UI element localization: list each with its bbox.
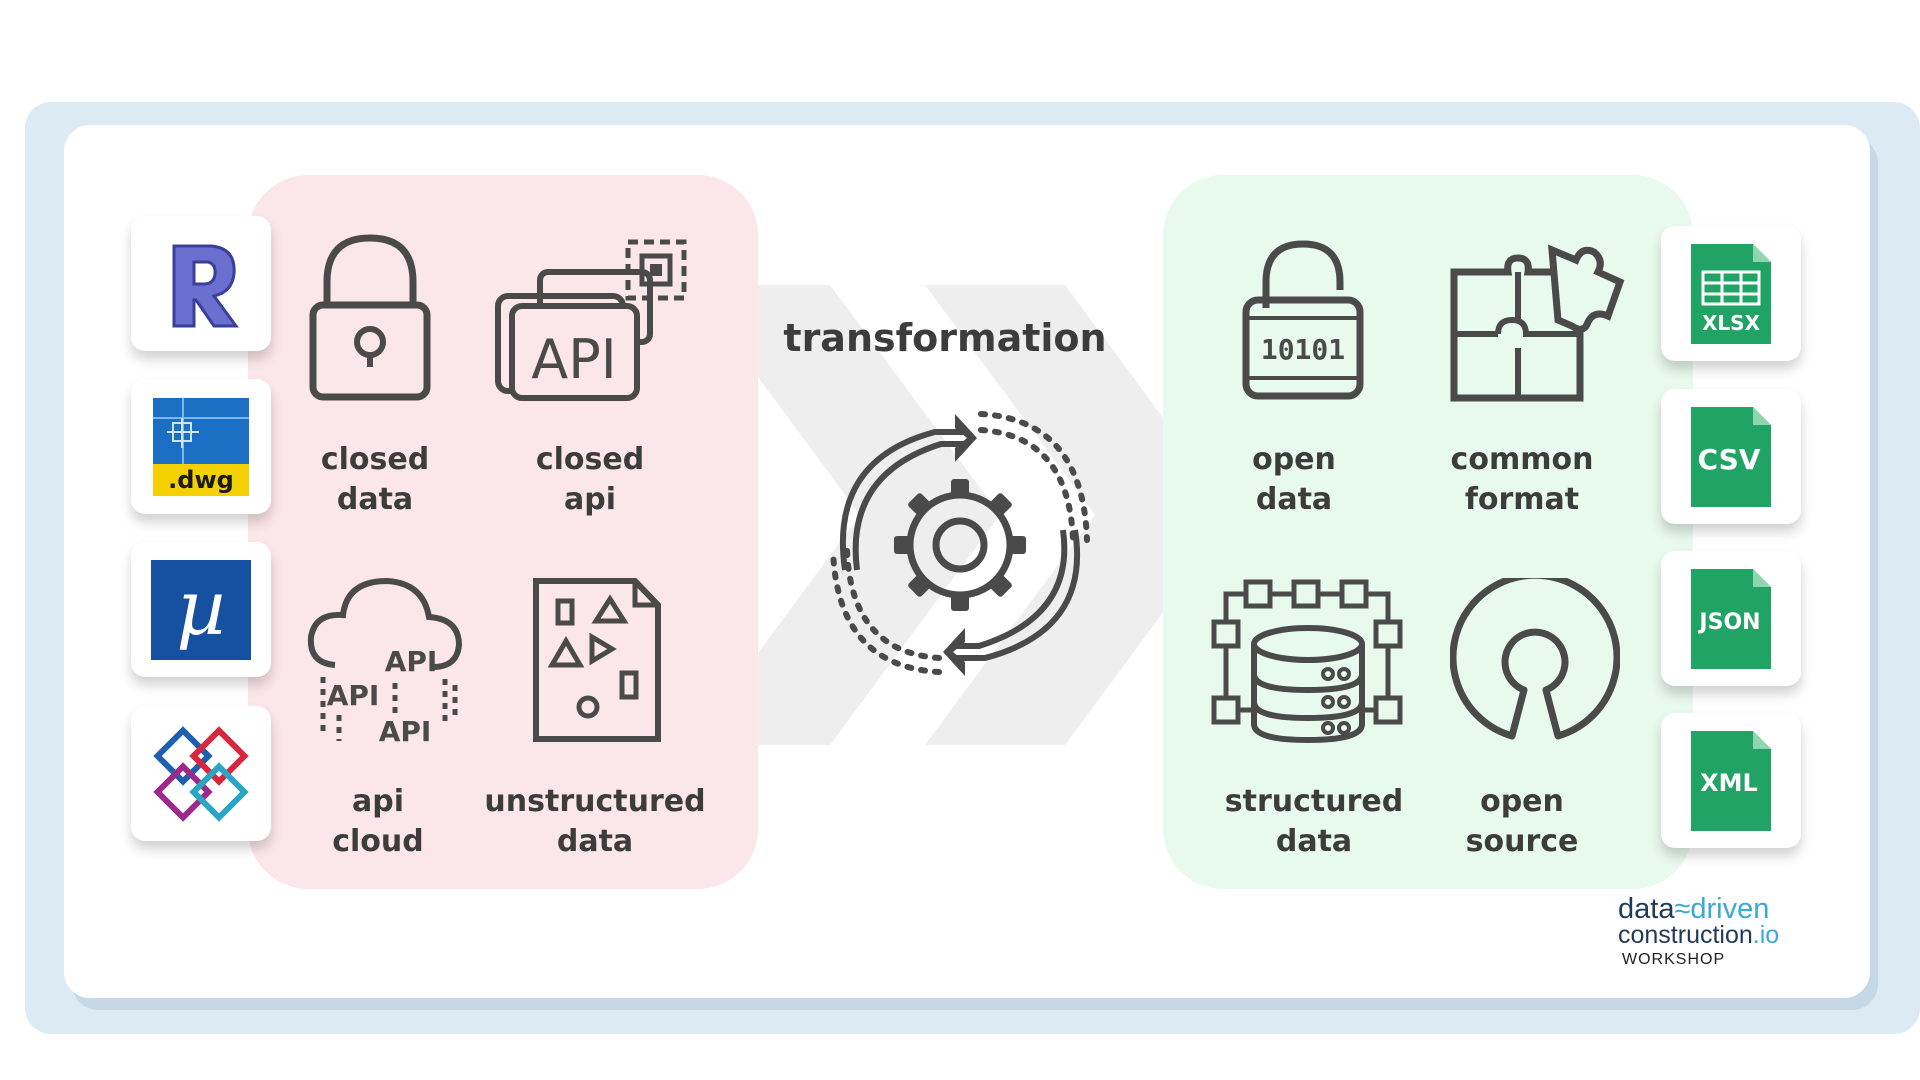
api-cards-icon: API [495,239,687,401]
api-cloud-text-1: API [385,645,438,678]
open-padlock-binary-icon: 10101 [1242,240,1364,400]
brand-tagline: WORKSHOP [1622,951,1726,968]
microstation-tile: µ [131,542,271,677]
unstructured-data-label: unstructured data [475,782,715,862]
unstructured-data-label-line1: unstructured [484,784,706,819]
brand-line-2: construction.io [1618,922,1838,948]
xlsx-file-text: XLSX [1702,311,1761,335]
api-cloud-text-3: API [379,715,432,745]
revit-tile [131,216,271,351]
unstructured-doc-icon [533,578,661,742]
brand-word-data: data [1618,893,1675,925]
dwg-tile: .dwg [131,379,271,514]
api-cloud-icon: API API API [307,577,463,745]
dwg-logo-text: .dwg [168,466,234,494]
closed-api-label-line2: api [563,482,616,517]
brand-line-1: data≈driven [1618,893,1838,925]
api-cloud-label-line2: cloud [332,824,424,859]
binary-text: 10101 [1261,333,1345,366]
closed-api-label-line1: closed [535,442,645,477]
open-source-icon [1450,578,1620,740]
open-data-label-line2: data [1255,482,1333,517]
common-format-label: common format [1402,440,1642,520]
revit-logo-icon [172,244,239,327]
json-tile: JSON [1661,551,1801,686]
api-cloud-label: api cloud [258,782,498,862]
csv-file-icon: CSV [1691,406,1771,507]
ifc-logo-icon [153,725,249,822]
xml-file-icon: XML [1691,730,1771,831]
unstructured-data-label-line2: data [556,824,634,859]
database-network-icon [1211,579,1403,743]
open-data-label-line1: open [1252,442,1336,477]
microstation-logo-icon: µ [151,559,251,660]
open-source-label: open source [1402,782,1642,862]
common-format-label-line2: format [1464,482,1580,517]
closed-data-label-line2: data [336,482,414,517]
dwg-logo-icon: .dwg [153,397,249,496]
structured-data-label-line1: structured [1224,784,1404,819]
xlsx-tile: XLSX [1661,226,1801,361]
open-source-label-line2: source [1465,824,1579,859]
open-source-label-line1: open [1480,784,1564,819]
json-file-text: JSON [1697,610,1760,635]
closed-api-label: closed api [470,440,710,520]
transformation-cycle-icon [830,411,1090,676]
ifc-tile [131,706,271,841]
puzzle-icon [1450,244,1625,402]
xml-tile: XML [1661,713,1801,848]
csv-file-text: CSV [1698,443,1761,476]
brand-word-construction: construction [1618,921,1753,949]
api-card-text: API [531,328,616,391]
brand-word-io: .io [1752,921,1780,949]
xml-file-text: XML [1700,769,1758,797]
padlock-icon [309,234,431,401]
transformation-title: transformation [783,316,1107,360]
api-cloud-text-2: API [327,679,380,712]
json-file-icon: JSON [1691,568,1771,669]
brand-logo: data≈driven construction.io WORKSHOP [1618,893,1838,972]
brand-word-driven: driven [1690,893,1770,925]
structured-data-label-line2: data [1275,824,1353,859]
xlsx-file-icon: XLSX [1691,243,1771,344]
csv-tile: CSV [1661,389,1801,524]
api-cloud-label-line1: api [351,784,404,819]
common-format-label-line1: common [1450,442,1594,477]
closed-data-label: closed data [255,440,495,520]
closed-data-label-line1: closed [320,442,430,477]
microstation-logo-text: µ [176,563,225,652]
open-data-label: open data [1174,440,1414,520]
structured-data-label: structured data [1194,782,1434,862]
brand-connector-icon: ≈ [1674,893,1691,925]
